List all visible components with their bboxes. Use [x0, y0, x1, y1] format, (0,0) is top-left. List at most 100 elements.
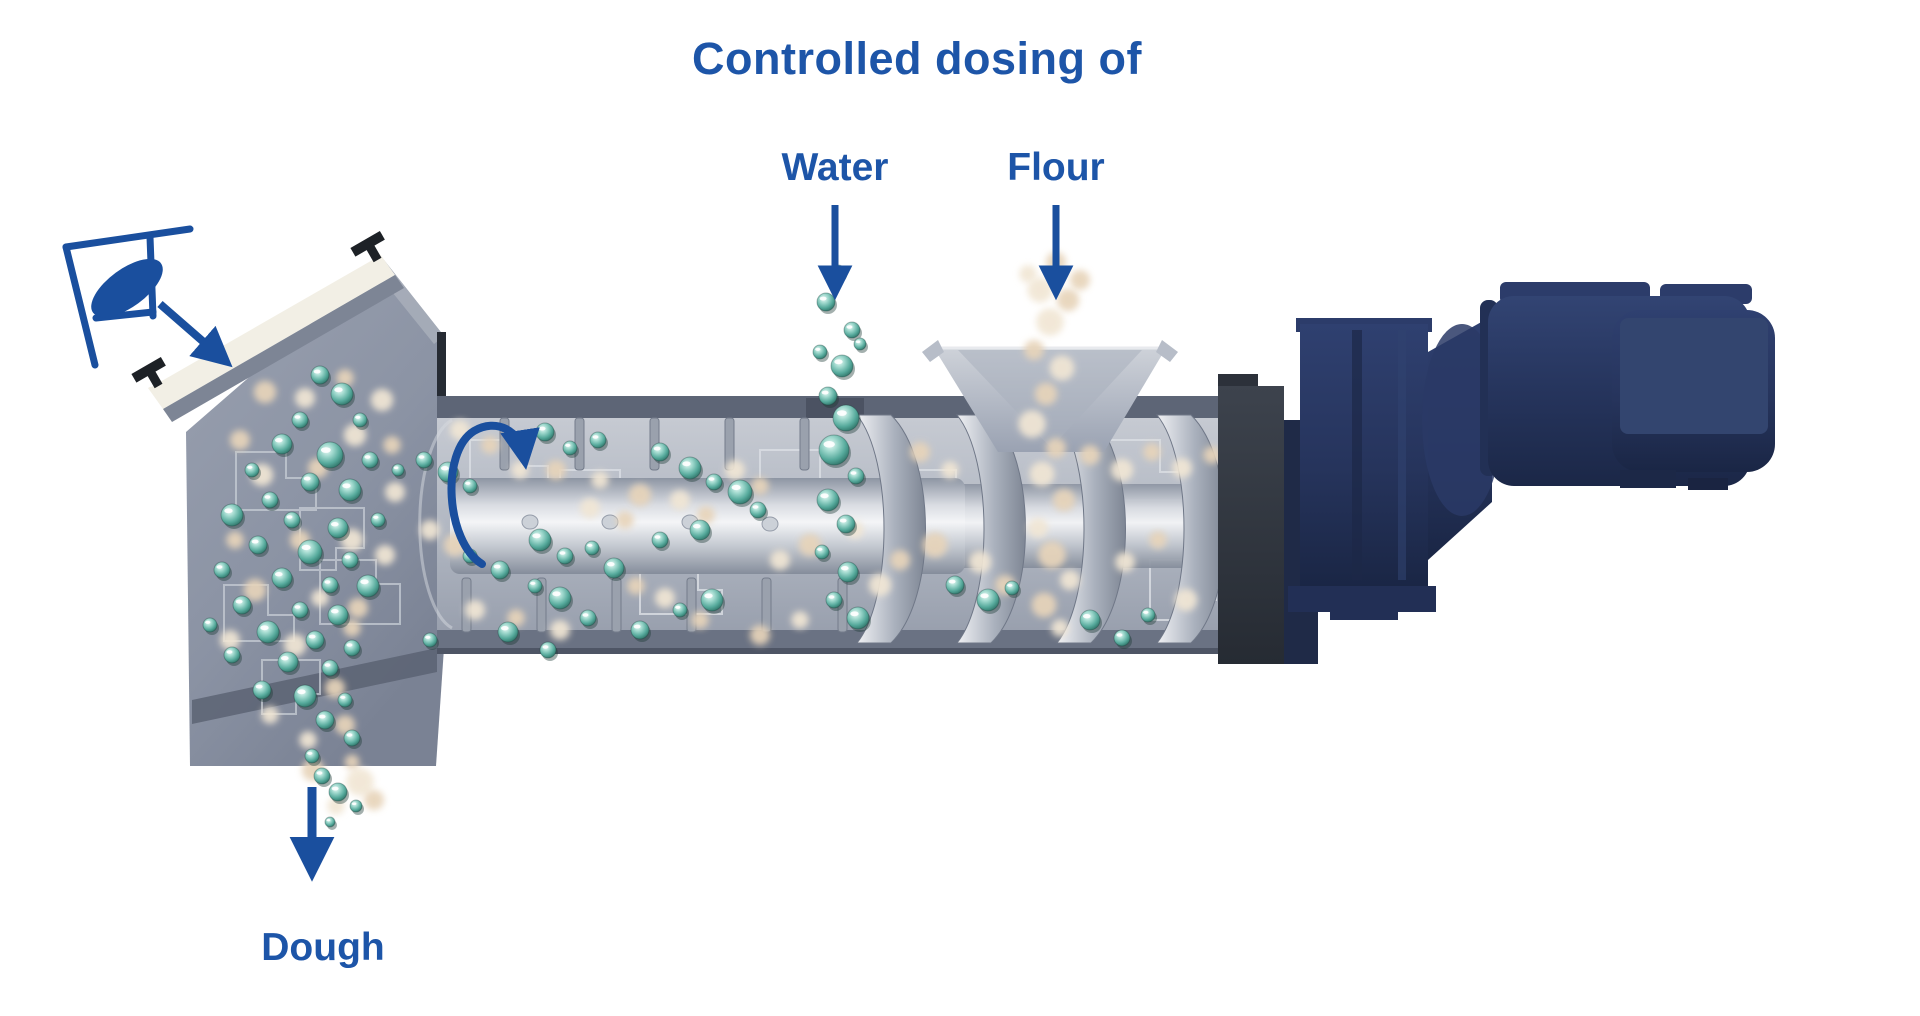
- flour-puff: [1070, 270, 1090, 290]
- water-drop: [853, 337, 868, 353]
- flour-puff: [1028, 518, 1048, 538]
- flour-puff: [546, 460, 566, 480]
- water-drop: [678, 456, 703, 482]
- flour-puff: [750, 625, 770, 645]
- flour-puff: [295, 388, 315, 408]
- flour-puff: [261, 706, 279, 724]
- water-drop: [846, 606, 871, 632]
- water-drop: [837, 561, 860, 585]
- eye-lens: [91, 258, 163, 318]
- water-drop: [315, 710, 336, 732]
- motor-foot: [1688, 478, 1728, 490]
- flour-puff: [336, 369, 354, 387]
- flour-puff: [1052, 488, 1076, 512]
- flour-puff: [628, 483, 652, 507]
- water-drop: [328, 782, 349, 804]
- water-drop: [256, 620, 281, 646]
- flour-puff: [335, 715, 355, 735]
- water-drop: [293, 684, 318, 710]
- flour-puff: [1110, 458, 1134, 482]
- water-drop: [202, 617, 219, 635]
- water-drop: [321, 659, 340, 679]
- water-drop: [1113, 629, 1132, 649]
- drive-motor: [1288, 282, 1775, 620]
- water-drop: [818, 386, 839, 408]
- dough-label: Dough: [261, 926, 385, 969]
- water-label: Water: [781, 146, 889, 189]
- water-drop: [584, 540, 601, 558]
- water-drop: [727, 479, 754, 507]
- lid-surface: [148, 254, 395, 409]
- water-drop: [352, 412, 369, 430]
- water-drop: [277, 651, 300, 675]
- flour-puff: [1029, 461, 1055, 487]
- water-drop: [283, 511, 302, 531]
- water-drop: [705, 473, 724, 493]
- flour-puff: [1115, 552, 1135, 572]
- flour-puff: [770, 550, 790, 570]
- water-drop: [535, 422, 556, 444]
- flour-puff: [868, 573, 892, 597]
- water-drop: [248, 535, 269, 557]
- water-drop: [700, 588, 725, 614]
- housing-barrel-seam: [437, 332, 446, 398]
- water-drop: [818, 434, 851, 468]
- water-drop: [672, 602, 689, 620]
- water-drop: [391, 463, 406, 479]
- flour-puff: [1149, 531, 1167, 549]
- flour-label: Flour: [1007, 146, 1105, 189]
- water-drop: [291, 411, 310, 431]
- flour-puff: [1018, 410, 1046, 438]
- page-title: Controlled dosing of: [692, 33, 1142, 84]
- water-drop: [1140, 607, 1157, 625]
- flour-puff: [507, 609, 525, 627]
- water-drop: [356, 574, 381, 600]
- water-drop: [650, 442, 671, 464]
- water-drop: [305, 630, 326, 652]
- flour-puff: [243, 578, 267, 602]
- water-drop: [579, 609, 598, 629]
- water-drop: [749, 501, 768, 521]
- barrel-bottom-edge: [437, 648, 1225, 654]
- flour-puff: [580, 498, 600, 518]
- flour-puff: [370, 388, 394, 412]
- water-drop: [814, 544, 831, 562]
- flour-puff: [340, 528, 364, 552]
- flour-puff: [1024, 340, 1044, 360]
- flour-puff: [1034, 382, 1058, 406]
- water-drop: [343, 729, 362, 749]
- water-drop: [490, 560, 511, 582]
- flour-puff: [725, 460, 745, 480]
- water-drop: [297, 539, 324, 567]
- flour-puff: [511, 461, 529, 479]
- water-drop: [825, 591, 844, 611]
- water-drop: [327, 517, 350, 541]
- flour-puff: [1203, 446, 1221, 464]
- water-drop: [341, 551, 360, 571]
- flour-puff: [691, 611, 709, 629]
- water-drop: [816, 488, 841, 514]
- water-drop: [220, 503, 245, 529]
- water-drop: [244, 462, 261, 480]
- housing-body: [186, 260, 444, 766]
- flour-puff: [1056, 288, 1080, 312]
- water-drop: [361, 451, 380, 471]
- water-drop: [349, 799, 364, 815]
- flour-puff: [1046, 438, 1066, 458]
- water-drop: [462, 478, 479, 496]
- flour-puff: [1038, 541, 1066, 569]
- flour-puff: [364, 790, 384, 810]
- water-drop: [689, 519, 712, 543]
- flour-puff: [1143, 443, 1161, 461]
- gearbox-body: [1300, 324, 1428, 586]
- flour-puff: [1051, 619, 1069, 637]
- water-drop: [370, 512, 387, 530]
- flour-puff: [253, 380, 277, 404]
- water-drop: [343, 639, 362, 659]
- water-drop: [976, 588, 1001, 614]
- water-drop: [832, 404, 861, 434]
- water-drop: [252, 680, 273, 702]
- water-drop: [556, 547, 575, 567]
- eye-pointer-arrow: [157, 300, 233, 368]
